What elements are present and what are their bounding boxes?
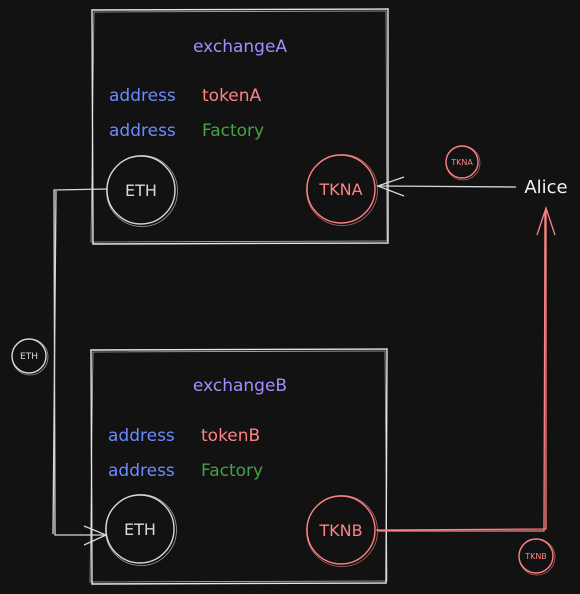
- eth-transit-badge: ETH: [11, 338, 49, 376]
- exchange-a-eth-reserve: ETH: [106, 155, 178, 227]
- exchange-a-title: exchangeA: [193, 37, 287, 57]
- tkna-transit-badge: TKNA: [445, 145, 481, 181]
- exchange-b-field-2-keyword: address: [108, 461, 175, 481]
- tknb-to-alice-arrow: [375, 205, 556, 532]
- exchange-a-eth-label: ETH: [125, 181, 157, 200]
- exchange-b-eth-label: ETH: [124, 520, 156, 539]
- alice-label: Alice: [524, 177, 567, 198]
- exchange-b-field-1-keyword: address: [108, 426, 175, 446]
- exchange-b-tknb-reserve: TKNB: [306, 495, 378, 567]
- exchange-a-field-1-keyword: address: [109, 86, 176, 106]
- tknb-transit-label: TKNB: [524, 552, 547, 561]
- exchange-a-field-2-value: Factory: [202, 121, 264, 141]
- exchange-a-tkna-label: TKNA: [318, 180, 362, 199]
- exchange-b-field-2-value: Factory: [201, 461, 263, 481]
- exchange-a-tkna-reserve: TKNA: [306, 154, 378, 226]
- exchange-b-field-1-value: tokenB: [201, 426, 260, 446]
- exchange-b-title: exchangeB: [193, 376, 287, 396]
- exchange-b-eth-reserve: ETH: [105, 494, 177, 566]
- eth-transfer-arrow: [52, 188, 108, 546]
- exchange-a-box: exchangeA address tokenA address Factory…: [90, 8, 389, 245]
- exchange-a-field-1-value: tokenA: [202, 86, 262, 106]
- tkna-transit-label: TKNA: [450, 158, 473, 167]
- tknb-transit-badge: TKNB: [518, 538, 556, 576]
- exchange-b-tknb-label: TKNB: [318, 521, 362, 540]
- exchange-a-field-2-keyword: address: [109, 121, 176, 141]
- exchange-b-box: exchangeB address tokenB address Factory…: [89, 348, 388, 585]
- eth-transit-label: ETH: [20, 352, 38, 362]
- alice-to-tkna-arrow: [376, 176, 517, 197]
